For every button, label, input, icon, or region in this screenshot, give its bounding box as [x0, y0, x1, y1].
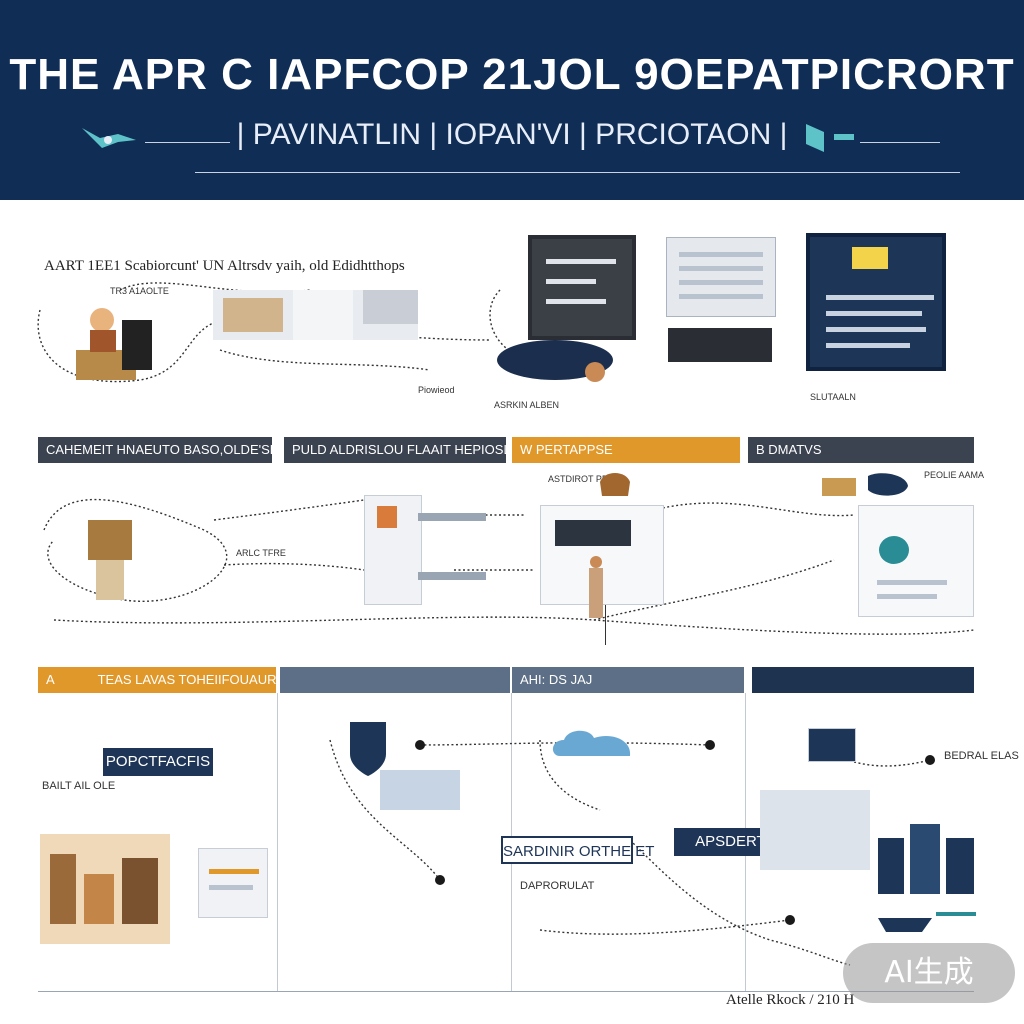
bottom-center-caption: DAPRORULAT — [520, 880, 595, 892]
mid-band-1: CAHEMEIT HNAEUTO BASO,OLDE'SL. — [38, 437, 272, 463]
bottom-rule — [38, 991, 974, 992]
mid-right-caption: PEOLIE AAMA — [924, 470, 985, 480]
top-mid-label: Piowieod — [418, 385, 455, 395]
mid-band-2: PULD ALDRISLOU FLAAIT HEPIOSLOH — [284, 437, 506, 463]
bottom-left-label: POPCTFACFIS — [103, 748, 213, 776]
city-illustration — [40, 834, 170, 944]
monitor-screen — [528, 235, 636, 340]
bottom-band-2 — [280, 667, 510, 693]
bottom-left-caption: BAILT AIL OLE — [42, 780, 116, 792]
top-left-caption: TR3 A1AOLTE — [110, 286, 169, 296]
desk-worker-illustration — [76, 308, 152, 380]
mid-band-3: W PERTAPPSE — [512, 437, 740, 463]
bottom-band-4 — [752, 667, 974, 693]
header-rule-left — [145, 142, 230, 143]
ai-generated-watermark: AI生成 — [843, 943, 1015, 1003]
footer-credit: Atelle Rkock / 210 H — [726, 992, 855, 1008]
flag-icon — [806, 124, 854, 152]
dashboard-screen — [806, 233, 946, 371]
mid-flow-path — [43, 498, 975, 635]
standing-person-icon — [589, 556, 603, 618]
bag-icon — [600, 473, 630, 496]
room-scene — [213, 290, 418, 340]
header-baseline — [195, 172, 960, 173]
mid-card-right — [858, 505, 974, 617]
top-right-caption: SLUTAALN — [810, 392, 856, 402]
mid-connector — [605, 605, 606, 645]
column-divider-1 — [277, 693, 278, 991]
bottom-right-caption: BEDRAL ELAS — [944, 750, 1019, 762]
shield-icon — [350, 722, 386, 776]
mid-left-caption: ARLC TFRE — [236, 548, 286, 558]
drone-icon — [82, 128, 136, 148]
bottom-band-1-label: TEAS LAVAS TOHEIIFOUAURENO — [97, 672, 276, 687]
mid-band-4: B DMATVS — [748, 437, 974, 463]
route-map — [329, 739, 935, 966]
kiosk-illustration — [88, 520, 132, 600]
bottom-band-1-number: A — [46, 672, 54, 687]
castle-illustration — [878, 824, 974, 894]
mid-center-caption: ASTDIROT PEAO — [548, 474, 621, 484]
server-box — [668, 328, 772, 362]
mid-bar-2 — [418, 572, 486, 580]
page-subtitle: | PAVINATLIN | IOPAN'VI | PRCIOTAON | — [236, 118, 788, 151]
document-stack — [666, 237, 776, 317]
cloud-icon — [552, 730, 631, 756]
page-title: THE APR C IAPFCOP 21JOL 9OEPATPICRORT — [9, 50, 1015, 99]
header-rule-right — [860, 142, 940, 143]
mid-card-left — [364, 495, 422, 605]
header-banner: THE APR C IAPFCOP 21JOL 9OEPATPICRORT | … — [0, 0, 1024, 200]
mid-bar-1 — [418, 513, 486, 521]
bottom-center-label: SARDINIR ORTHE ET — [501, 836, 654, 864]
building-illustration — [760, 790, 870, 870]
top-center-caption: ASRKIN ALBEN — [494, 400, 560, 410]
tools-icon — [822, 473, 908, 496]
bottom-left-card — [198, 848, 268, 918]
chart-cluster — [380, 770, 460, 810]
bottom-right-card — [808, 728, 856, 762]
person-at-monitor-illustration — [497, 340, 613, 382]
boat-icon — [878, 912, 976, 932]
bottom-band-3: AHI: DS JAJ — [512, 667, 744, 693]
top-note: AART 1EE1 Scabiorcunt' UN Altrsdv yaih, … — [44, 258, 405, 274]
bottom-band-1: A TEAS LAVAS TOHEIIFOUAURENO — [38, 667, 276, 693]
